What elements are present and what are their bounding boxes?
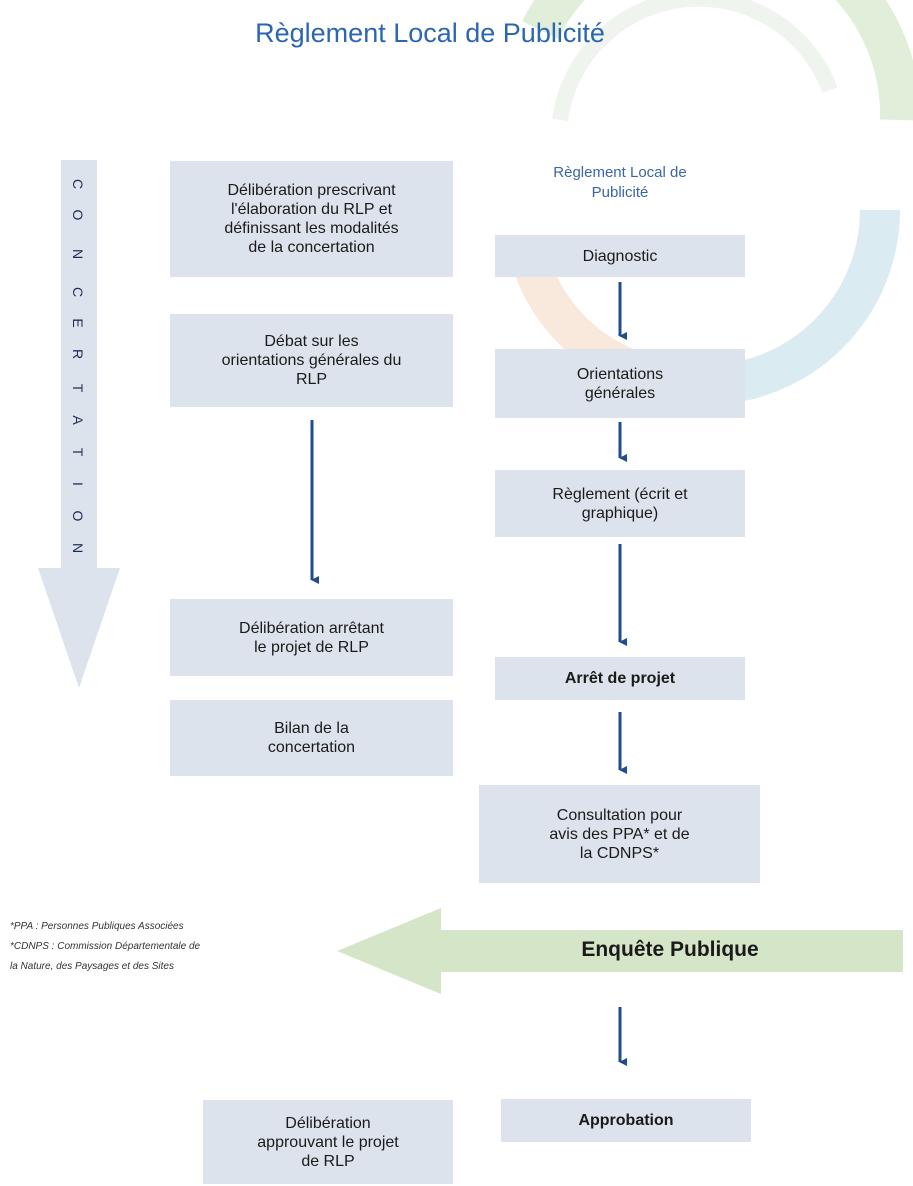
box-bilan-concertation: Bilan de la concertation: [170, 700, 453, 776]
enquete-publique-arrow: [337, 908, 903, 994]
concertation-arrow: [38, 160, 120, 688]
box-debat-orientations-text: Débat sur les orientations générales du …: [221, 333, 402, 388]
box-consultation: Consultation pour avis des PPA* et de la…: [479, 785, 760, 883]
box-arret-projet: Arrêt de projet: [495, 657, 745, 700]
footnote-ppa: *PPA : Personnes Publiques Associées: [10, 921, 184, 932]
box-deliberation-arretant-text: Délibération arrêtant le projet de RLP: [239, 619, 384, 656]
footnote-cdnps-1: *CDNPS : Commission Départementale de: [10, 941, 201, 952]
box-deliberation-prescrivant: Délibération prescrivant l'élaboration d…: [170, 161, 453, 277]
box-diagnostic-text: Diagnostic: [582, 247, 658, 265]
page-title: Règlement Local de Publicité: [255, 18, 605, 48]
box-consultation-text: Consultation pour avis des PPA* et de la…: [549, 806, 690, 862]
footnote-cdnps-2: la Nature, des Paysages et des Sites: [10, 961, 174, 972]
box-approbation: Approbation: [501, 1099, 751, 1142]
enquete-publique-label: Enquête Publique: [581, 938, 759, 961]
box-diagnostic: Diagnostic: [495, 235, 745, 277]
box-reglement-text: Règlement (écrit et graphique): [552, 485, 688, 522]
box-deliberation-approuvant: Délibération approuvant le projet de RLP: [203, 1100, 453, 1184]
box-deliberation-arretant: Délibération arrêtant le projet de RLP: [170, 599, 453, 676]
box-approbation-text: Approbation: [578, 1112, 674, 1129]
box-reglement: Règlement (écrit et graphique): [495, 470, 745, 537]
box-deliberation-approuvant-text: Délibération approuvant le projet de RLP: [257, 1114, 399, 1170]
box-deliberation-prescrivant-text: Délibération prescrivant l'élaboration d…: [224, 182, 399, 256]
box-orientations-generales-text: Orientations générales: [576, 365, 664, 402]
box-arret-projet-text: Arrêt de projet: [564, 670, 676, 687]
box-debat-orientations: Débat sur les orientations générales du …: [170, 314, 453, 407]
right-column-title: Règlement Local de Publicité: [553, 164, 687, 201]
box-orientations-generales: Orientations générales: [495, 349, 745, 418]
box-bilan-concertation-text: Bilan de la concertation: [267, 720, 356, 756]
